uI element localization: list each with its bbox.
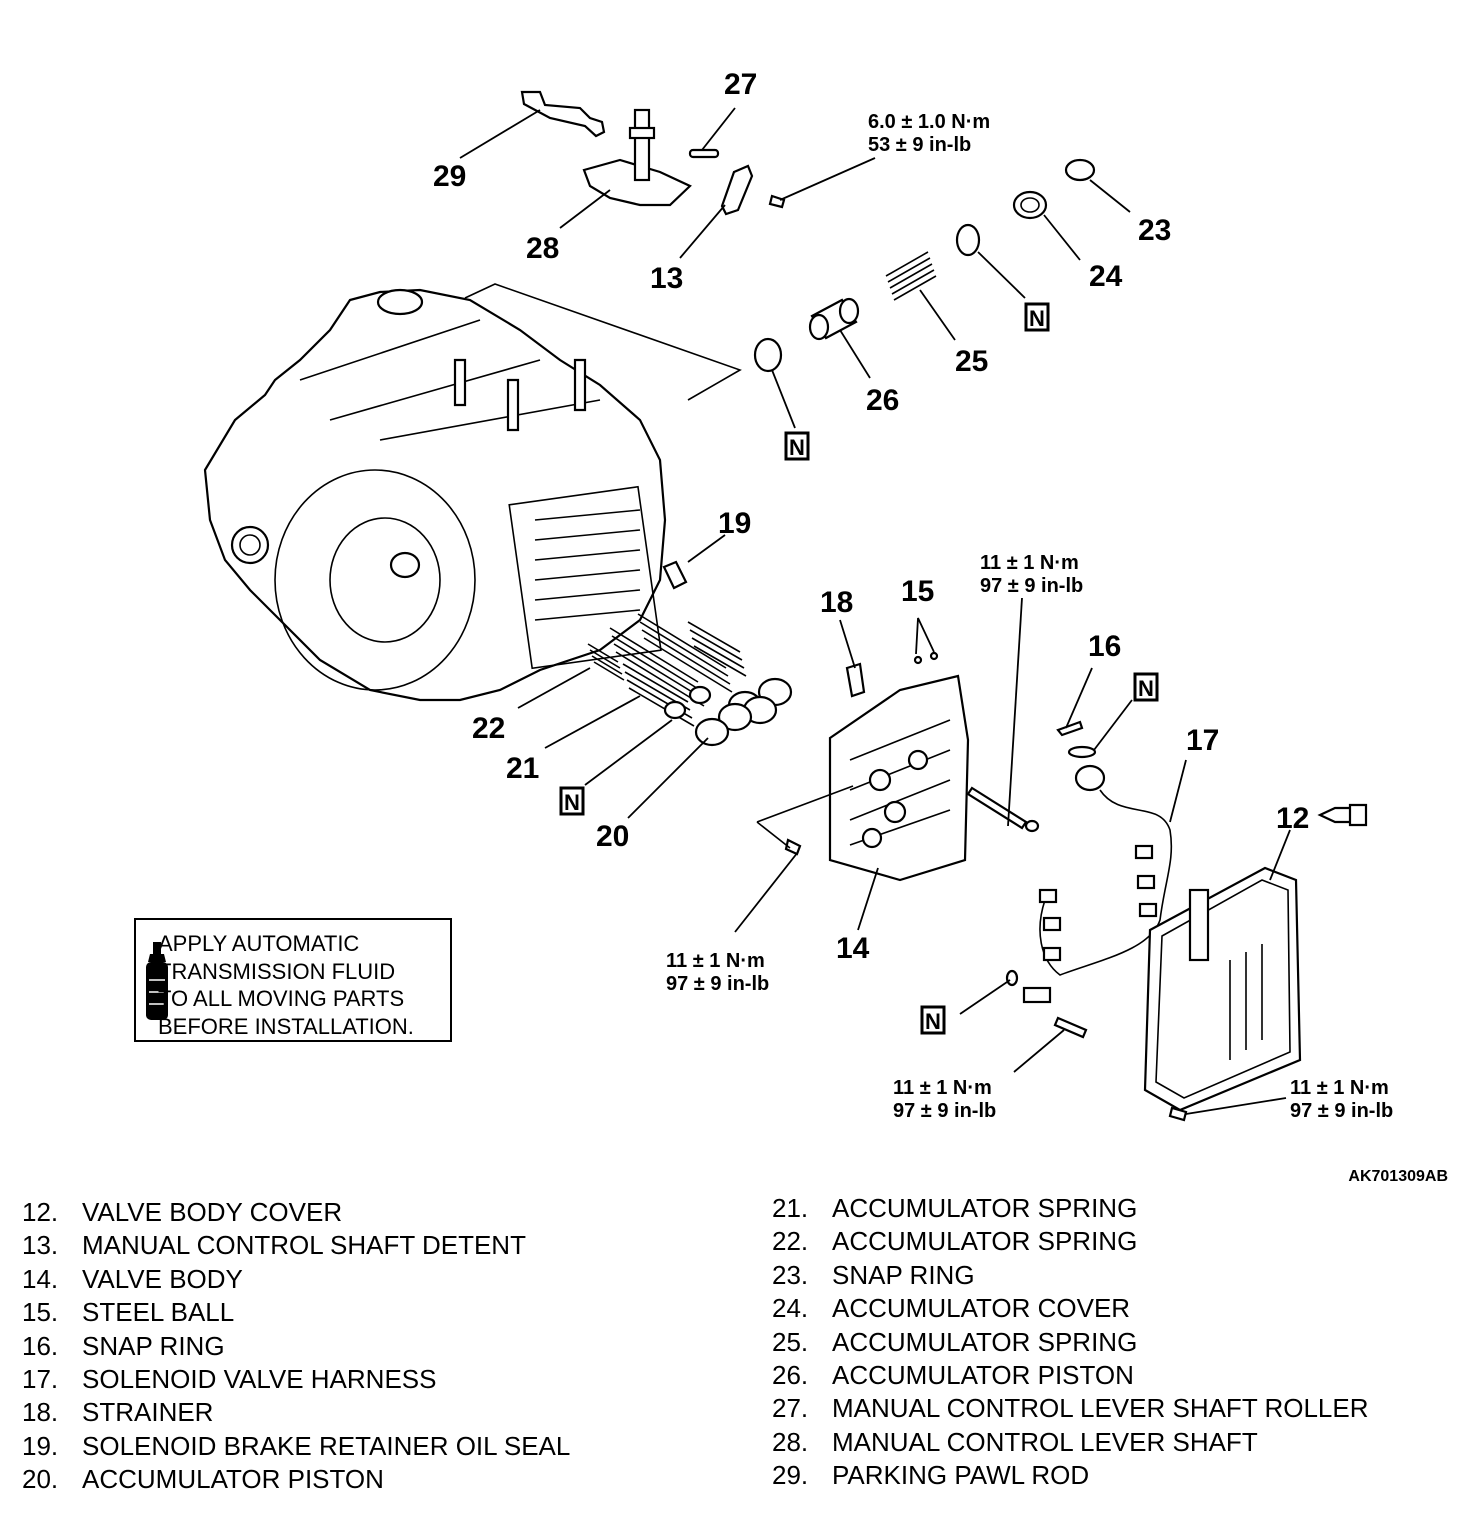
torque-6-inlb: 53 ± 9 in-lb — [868, 134, 971, 156]
o-ring-harness-lower — [1005, 969, 1019, 987]
callout-14: 14 — [836, 932, 870, 965]
callout-24: 24 — [1089, 260, 1123, 293]
callout-13: 13 — [650, 262, 683, 295]
legend-item: 18.STRAINER — [22, 1397, 214, 1428]
legend-item: 22.ACCUMULATOR SPRING — [772, 1226, 1138, 1257]
strainer — [845, 662, 866, 698]
legend-item: 17.SOLENOID VALVE HARNESS — [22, 1364, 437, 1395]
snap-ring-23 — [1064, 158, 1096, 182]
detent-bolt — [768, 194, 786, 209]
new-part-mark-2: N — [784, 431, 810, 461]
accumulator-piston-26 — [808, 297, 860, 341]
harness-bolt — [1053, 1016, 1088, 1039]
callout-26: 26 — [866, 384, 899, 417]
new-part-mark-5: N — [920, 1005, 946, 1035]
callout-25: 25 — [955, 345, 988, 378]
svg-text:N: N — [925, 1009, 941, 1034]
accumulator-spring-25 — [885, 251, 937, 301]
steel-ball-a — [913, 655, 923, 665]
solenoid-valve-harness — [1022, 764, 1173, 1004]
transmission-case — [203, 288, 667, 702]
svg-text:N: N — [564, 790, 580, 815]
legend-item: 25.ACCUMULATOR SPRING — [772, 1326, 1138, 1357]
atf-notice-box: APPLY AUTOMATIC TRANSMISSION FLUID TO AL… — [134, 918, 452, 1042]
snap-ring-16 — [1056, 720, 1084, 737]
accumulator-cover-24 — [1012, 190, 1048, 220]
callout-labels: 27 29 28 13 23 24 25 26 19 18 15 16 17 1… — [433, 68, 1309, 965]
valve-body-long-bolt — [966, 786, 1028, 830]
callout-28: 28 — [526, 232, 559, 265]
torque-vb-long-nm: 11 ± 1 N·m — [980, 552, 1079, 574]
torque-vb-inlb: 97 ± 9 in-lb — [666, 973, 769, 995]
callout-12: 12 — [1276, 802, 1309, 835]
callout-19: 19 — [718, 507, 751, 540]
new-part-mark-3: N — [1133, 672, 1159, 702]
torque-vb-nm: 11 ± 1 N·m — [666, 950, 765, 972]
o-ring-middle — [753, 337, 783, 373]
lever-shaft-roller — [688, 148, 720, 159]
figure-id: AK701309AB — [1348, 1168, 1448, 1185]
cover-bolt — [1168, 1106, 1188, 1122]
accumulator-pistons-lower — [663, 677, 793, 747]
legend-item: 28.MANUAL CONTROL LEVER SHAFT — [772, 1426, 1258, 1457]
parking-pawl-rod — [520, 90, 606, 138]
legend-item: 27.MANUAL CONTROL LEVER SHAFT ROLLER — [772, 1393, 1369, 1424]
legend-item: 12.VALVE BODY COVER — [22, 1197, 343, 1227]
svg-text:N: N — [789, 435, 805, 460]
legend-item: 15.STEEL BALL — [22, 1297, 235, 1328]
torque-specs: 6.0 ± 1.0 N·m 53 ± 9 in-lb 11 ± 1 N·m 97… — [666, 111, 1393, 1122]
torque-cover-nm: 11 ± 1 N·m — [1290, 1077, 1389, 1099]
legend-item: 14.VALVE BODY — [22, 1263, 243, 1294]
fluid-bottle-icon — [146, 942, 168, 1020]
o-ring-upper — [955, 223, 981, 257]
steel-ball-b — [929, 651, 939, 661]
svg-text:N: N — [1138, 676, 1154, 701]
legend-item: 26.ACCUMULATOR PISTON — [772, 1360, 1134, 1391]
legend-item: 16.SNAP RING — [22, 1330, 225, 1361]
legend-item: 13.MANUAL CONTROL SHAFT DETENT — [22, 1230, 526, 1261]
callout-22: 22 — [472, 712, 505, 745]
torque-6-nm: 6.0 ± 1.0 N·m — [868, 111, 990, 133]
torque-harness-inlb: 97 ± 9 in-lb — [893, 1100, 996, 1122]
accumulator-springs-lower — [587, 613, 747, 727]
legend-item: 24.ACCUMULATOR COVER — [772, 1293, 1131, 1324]
callout-17: 17 — [1186, 724, 1219, 757]
callout-20: 20 — [596, 820, 629, 853]
callout-27: 27 — [724, 68, 757, 101]
reference-bracket — [464, 283, 742, 401]
legend-item: 20.ACCUMULATOR PISTON — [22, 1464, 384, 1495]
torque-harness-nm: 11 ± 1 N·m — [893, 1077, 992, 1099]
manual-control-shaft-detent — [720, 164, 754, 216]
sealant-tube-icon — [1317, 803, 1368, 827]
valve-body — [828, 674, 970, 882]
legend-item: 29.PARKING PAWL ROD — [772, 1460, 1090, 1491]
torque-cover-inlb: 97 ± 9 in-lb — [1290, 1100, 1393, 1122]
legend-item: 21.ACCUMULATOR SPRING — [772, 1193, 1138, 1223]
leader-lines — [459, 107, 1291, 1115]
callout-15: 15 — [901, 575, 934, 608]
exploded-view-diagram: 27 29 28 13 23 24 25 26 19 18 15 16 17 1… — [203, 68, 1393, 1122]
new-part-mark-4: N — [559, 786, 585, 816]
parts-legend-left: 12.VALVE BODY COVER 13.MANUAL CONTROL SH… — [22, 1196, 570, 1497]
torque-vb-long-inlb: 97 ± 9 in-lb — [980, 575, 1083, 597]
callout-21: 21 — [506, 752, 539, 785]
legend-item: 23.SNAP RING — [772, 1259, 975, 1290]
atf-notice-text: APPLY AUTOMATIC TRANSMISSION FLUID TO AL… — [158, 931, 414, 1039]
svg-text:N: N — [1029, 306, 1045, 331]
valve-body-cover — [1143, 866, 1302, 1112]
callout-23: 23 — [1138, 214, 1171, 247]
parts-legend-right: 21.ACCUMULATOR SPRING 22.ACCUMULATOR SPR… — [772, 1192, 1369, 1493]
new-part-mark-1: N — [1024, 302, 1050, 332]
solenoid-brake-retainer-oil-seal — [662, 560, 688, 590]
callout-29: 29 — [433, 160, 466, 193]
manual-control-lever-shaft — [582, 108, 692, 207]
callout-16: 16 — [1088, 630, 1121, 663]
o-ring-harness — [1067, 745, 1097, 759]
callout-18: 18 — [820, 586, 853, 619]
valve-body-bolt-bracket — [756, 785, 854, 849]
legend-item: 19.SOLENOID BRAKE RETAINER OIL SEAL — [22, 1430, 571, 1461]
